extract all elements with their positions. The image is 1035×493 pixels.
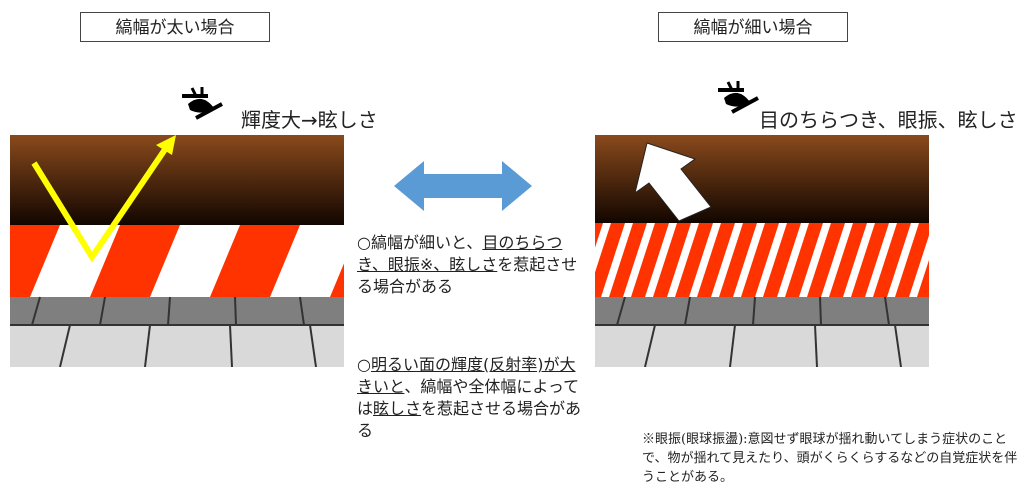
paragraph-1: ○縞幅が細いと、目のちらつき、眼振※、眩しさを惹起させる場合がある — [357, 233, 578, 296]
sidewalk — [10, 325, 344, 367]
left-road-scene — [10, 135, 344, 367]
reflection-arrow-icon — [634, 142, 712, 222]
left-title: 縞幅が太い場合 — [80, 12, 270, 42]
road-surface — [10, 135, 344, 225]
reflection-arrow-icon — [31, 143, 171, 263]
wide-stripes — [10, 225, 344, 297]
curb — [10, 297, 344, 325]
right-caption: 目のちらつき、眼振、眩しさ — [759, 108, 1018, 132]
narrow-stripes — [595, 223, 929, 297]
sidewalk — [595, 325, 929, 367]
left-caption: 輝度大→眩しさ — [241, 108, 378, 132]
right-title: 縞幅が細い場合 — [658, 12, 848, 42]
double-arrow-icon — [394, 161, 532, 211]
curb — [595, 297, 929, 325]
right-road-scene — [595, 135, 929, 367]
eye-icon — [182, 87, 223, 120]
eye-icon — [718, 81, 759, 114]
paragraph-2: ○明るい面の輝度(反射率)が大きいと、縞幅や全体幅によっては眩しさを惹起させる場… — [357, 355, 582, 440]
footnote: ※眼振(眼球振盪):意図せず眼球が揺れ動いてしまう症状のことで、物が揺れて見えた… — [642, 432, 1018, 485]
